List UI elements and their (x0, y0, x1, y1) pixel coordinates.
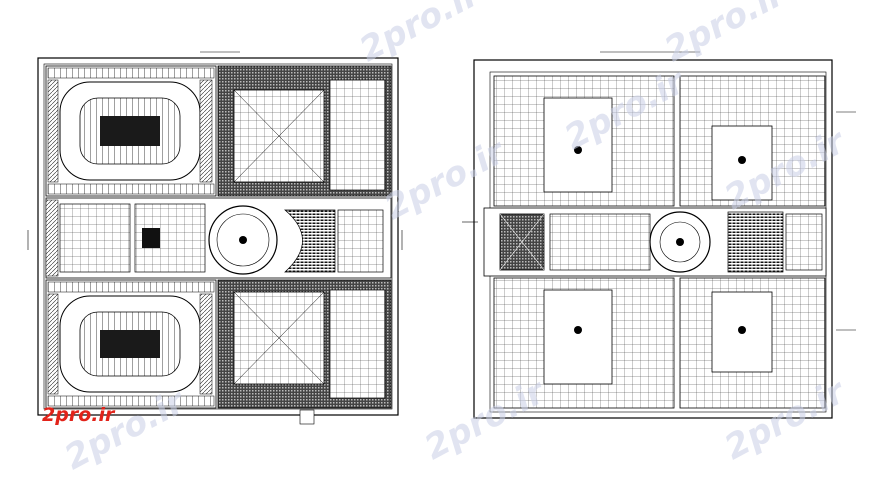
drawing-canvas (27, 51, 856, 425)
central-band-right-plan (483, 207, 827, 277)
dimension-marks-right (462, 51, 856, 331)
parking-lot-bottom (45, 279, 217, 409)
dimension-marks-left (27, 51, 403, 425)
building-wing-top-left (217, 65, 392, 197)
wing-top-left-right-plan (493, 75, 675, 207)
central-building-left (45, 197, 392, 279)
wing-bottom-right-right-plan (679, 277, 826, 409)
plan-right (462, 51, 856, 419)
building-wing-bottom-left (217, 279, 392, 409)
wing-bottom-left-right-plan (493, 277, 675, 409)
parking-lot-top (45, 65, 217, 197)
plan-left (27, 51, 403, 425)
wing-top-right-right-plan (679, 75, 826, 207)
site-logo: 2pro.ir (42, 404, 115, 426)
